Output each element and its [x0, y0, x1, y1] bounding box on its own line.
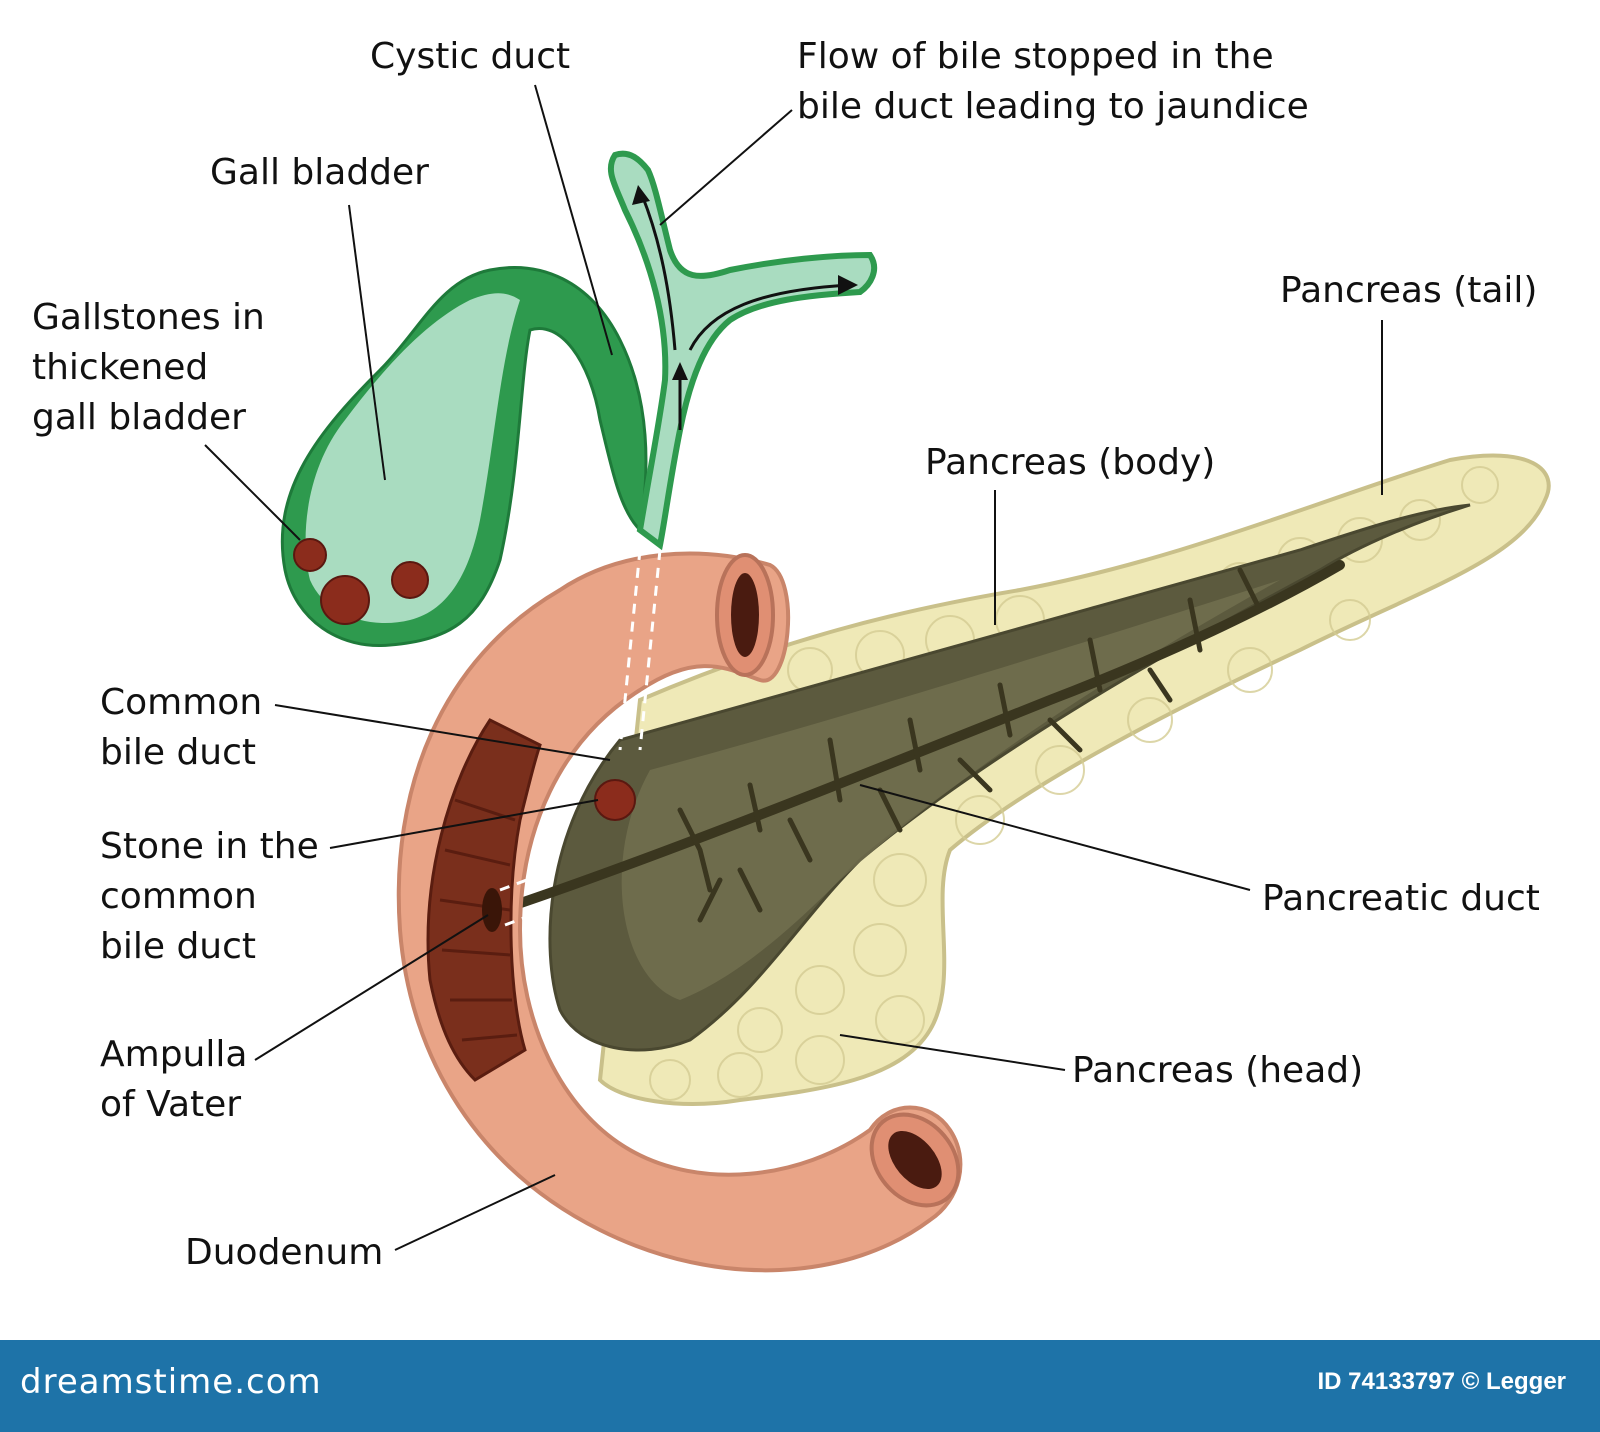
- ampulla-opening: [482, 888, 502, 932]
- label-ampulla: Ampulla of Vater: [100, 1030, 247, 1130]
- pancreas-shape: [597, 453, 1551, 1106]
- label-bile-flow: Flow of bile stopped in the bile duct le…: [797, 32, 1309, 132]
- duodenum-opening-top-lumen: [731, 573, 759, 657]
- image-credit: ID 74133797 © Legger: [1317, 1368, 1566, 1395]
- label-ampulla-line-2: of Vater: [100, 1084, 242, 1125]
- label-pancreatic-duct: Pancreatic duct: [1262, 878, 1540, 919]
- gallstones: [293, 538, 636, 821]
- bile-duct: [607, 150, 878, 551]
- duodenum: [396, 551, 963, 1273]
- label-common-bile-duct: Common bile duct: [100, 678, 262, 778]
- label-stone-line-3: bile duct: [100, 926, 257, 967]
- leader-lines: [204, 84, 1383, 1251]
- label-bile-flow-line-1: Flow of bile stopped in the: [797, 36, 1274, 77]
- label-cystic-duct: Cystic duct: [370, 36, 571, 77]
- arrowheads: [632, 185, 858, 380]
- label-pancreas-head: Pancreas (head): [1072, 1050, 1364, 1091]
- label-gallstones: Gallstones in thickened gall bladder: [32, 293, 265, 443]
- pancreas-interior-highlight: [621, 580, 1280, 1000]
- duodenum-opening-bottom-lumen: [888, 1130, 942, 1190]
- label-ampulla-line-1: Ampulla: [100, 1034, 248, 1075]
- label-stone-common-bile-duct: Stone in the common bile duct: [100, 822, 319, 972]
- hidden-duct-dashes: [499, 549, 662, 927]
- anatomy-diagram: [204, 84, 1551, 1273]
- label-common-bile-duct-line-1: Common: [100, 682, 263, 723]
- label-stone-line-2: common: [100, 876, 257, 917]
- label-bile-flow-line-2: bile duct leading to jaundice: [797, 86, 1309, 127]
- gallbladder-inner: [305, 293, 520, 624]
- duodenum-folds: [439, 798, 518, 1042]
- pancreatic-duct: [495, 560, 1345, 923]
- label-stone-line-1: Stone in the: [100, 826, 319, 867]
- label-gallstones-line-3: gall bladder: [32, 397, 246, 438]
- label-common-bile-duct-line-2: bile duct: [100, 732, 257, 773]
- gallstone-1: [293, 538, 327, 572]
- label-pancreas-body: Pancreas (body): [925, 442, 1216, 483]
- label-pancreas-tail: Pancreas (tail): [1280, 270, 1538, 311]
- footer-bar: dreamstime.com ID 74133797 © Legger: [0, 1340, 1600, 1432]
- label-duodenum: Duodenum: [185, 1232, 384, 1273]
- gallstone-2: [320, 575, 370, 625]
- label-gall-bladder: Gall bladder: [210, 152, 429, 193]
- label-gallstones-line-1: Gallstones in: [32, 297, 265, 338]
- gallstone-3: [391, 561, 429, 599]
- brand-logo-text[interactable]: dreamstime.com: [20, 1362, 322, 1402]
- common-duct-stone: [594, 779, 636, 821]
- label-gallstones-line-2: thickened: [32, 347, 209, 388]
